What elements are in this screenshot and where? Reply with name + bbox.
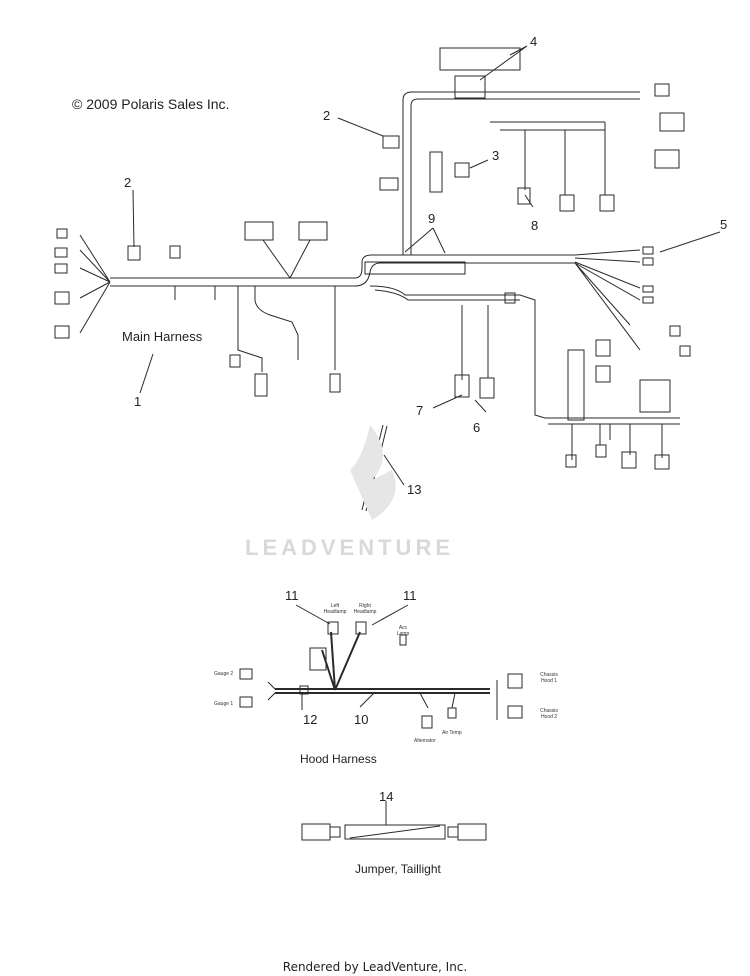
callout-13: 13: [407, 482, 422, 497]
hood-harness-drawing: [239, 604, 523, 729]
label-right-headlamp: Right Headlamp: [353, 603, 377, 615]
callout-11-left: 11: [285, 588, 299, 603]
callout-2-left: 2: [124, 175, 132, 190]
callout-3: 3: [492, 148, 500, 163]
callout-12: 12: [303, 712, 318, 727]
callout-14: 14: [379, 789, 394, 804]
label-chassis-hood-2: Chassis Hood 2: [540, 708, 558, 720]
callout-6: 6: [473, 420, 481, 435]
jumper-drawing: [301, 801, 487, 841]
label-left-headlamp: Left Headlamp: [323, 603, 347, 615]
label-air-temp: Air Temp: [442, 730, 462, 736]
main-leader-lines: [132, 45, 721, 486]
callout-7: 7: [416, 403, 424, 418]
callout-1: 1: [134, 394, 142, 409]
callout-4: 4: [530, 34, 538, 49]
label-gauge-1: Gauge 1: [214, 701, 234, 707]
label-gauge-2: Gauge 2: [214, 671, 234, 677]
main-harness-caption: Main Harness: [122, 329, 203, 344]
hood-harness-caption: Hood Harness: [300, 752, 377, 766]
leadventure-watermark-logo: [350, 425, 396, 520]
watermark-text: LEADVENTURE: [245, 535, 455, 560]
rendered-by-footer: Rendered by LeadVenture, Inc.: [282, 960, 468, 974]
callout-9: 9: [428, 211, 436, 226]
callout-2-top: 2: [323, 108, 331, 123]
jumper-taillight-caption: Jumper, Taillight: [355, 862, 441, 876]
callout-10: 10: [354, 712, 369, 727]
label-alternator: Alternator: [414, 738, 436, 744]
callout-11-right: 11: [403, 588, 417, 603]
copyright-text: © 2009 Polaris Sales Inc.: [72, 96, 230, 112]
callout-8: 8: [531, 218, 539, 233]
label-acc-lamp: Acc Lamp: [396, 625, 410, 637]
callout-5: 5: [720, 217, 728, 232]
main-harness-drawing: [54, 47, 691, 512]
label-chassis-hood-1: Chassis Hood 1: [540, 672, 558, 684]
